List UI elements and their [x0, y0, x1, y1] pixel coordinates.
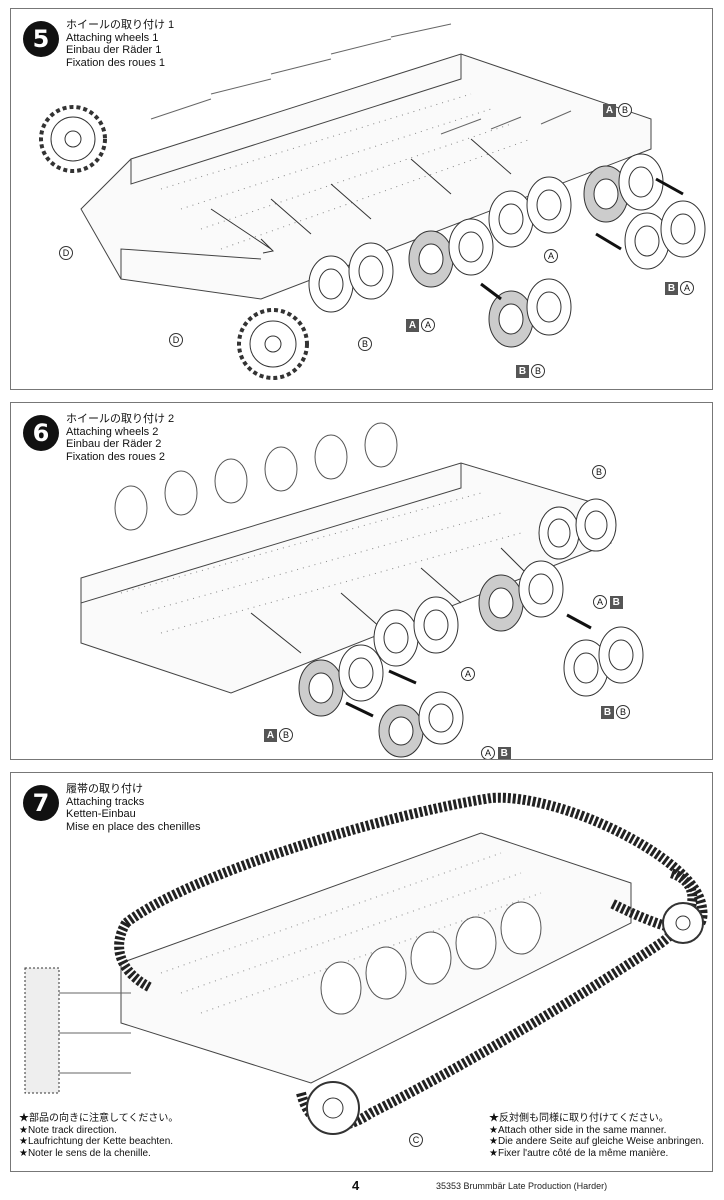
step-5-panel: 5 ホイールの取り付け 1 Attaching wheels 1 Einbau …: [10, 8, 713, 390]
sprocket-upper: [39, 105, 107, 173]
step-title-fr: Mise en place des chenilles: [66, 820, 201, 833]
step-title-en: Attaching tracks: [66, 795, 145, 808]
step-title-jp: ホイールの取り付け 1: [66, 19, 175, 31]
step-6-illustration: [80, 422, 644, 758]
sprocket-lower: [237, 308, 309, 380]
step-5-illustration: [39, 23, 706, 380]
step-title-jp: 履帯の取り付け: [66, 783, 143, 795]
step-6-panel: 6 ホイールの取り付け 2 Attaching wheels 2 Einbau …: [10, 402, 713, 760]
step-title-en: Attaching wheels 2: [66, 425, 159, 438]
road-wheels: [308, 153, 706, 348]
assembly-arrows: [345, 613, 592, 718]
page-number: 4: [352, 1178, 360, 1193]
step-title: ホイールの取り付け 2 Attaching wheels 2 Einbau de…: [66, 413, 174, 463]
label-a-mid: A: [461, 667, 475, 681]
step-title-de: Einbau der Räder 1: [66, 44, 162, 56]
label-d-lower: D: [169, 333, 183, 347]
step-title-de: Ketten-Einbau: [66, 808, 136, 820]
label-a-b-bottom: A B: [481, 746, 513, 759]
step-7-panel: 7 履帯の取り付け Attaching tracks Ketten-Einbau…: [10, 772, 713, 1172]
road-wheels: [320, 901, 542, 1015]
step-number: 6: [23, 415, 59, 451]
step-title: 履帯の取り付け Attaching tracks Ketten-Einbau M…: [66, 783, 201, 833]
step-number: 7: [23, 785, 59, 821]
step-title-jp: ホイールの取り付け 2: [66, 413, 175, 425]
hull-outline: [80, 53, 652, 300]
sprocket: [306, 1081, 360, 1135]
step-title-fr: Fixation des roues 2: [66, 450, 166, 463]
assembly-arrows: [480, 177, 684, 301]
footer-code: 35353 Brummbär Late Production (Harder): [436, 1181, 608, 1191]
note-track-direction: ★部品の向きに注意してください。 ★Note track direction. …: [19, 1113, 179, 1159]
label-d-upper: D: [59, 246, 73, 260]
label-a-b-right: A B: [593, 595, 625, 609]
label-a-mid: A: [544, 249, 558, 263]
idler-wheel: [662, 902, 704, 944]
label-b-top: B: [592, 465, 606, 479]
label-b-mid: B: [358, 337, 372, 351]
step-title-de: Einbau der Räder 2: [66, 438, 162, 450]
step-title: ホイールの取り付け 1 Attaching wheels 1 Einbau de…: [66, 19, 174, 69]
step-number: 5: [23, 21, 59, 57]
step-title-fr: Fixation des roues 1: [66, 56, 166, 69]
note-attach-other-side: ★反対側も同様に取り付けてください。 ★Attach other side in…: [489, 1113, 705, 1159]
mounted-wheels: [114, 422, 398, 531]
track-detail-inset: [24, 967, 131, 1094]
step-7-illustration: [24, 792, 708, 1135]
road-wheels: [298, 498, 644, 758]
step-title-en: Attaching wheels 1: [66, 31, 159, 44]
label-c: C: [409, 1133, 423, 1147]
